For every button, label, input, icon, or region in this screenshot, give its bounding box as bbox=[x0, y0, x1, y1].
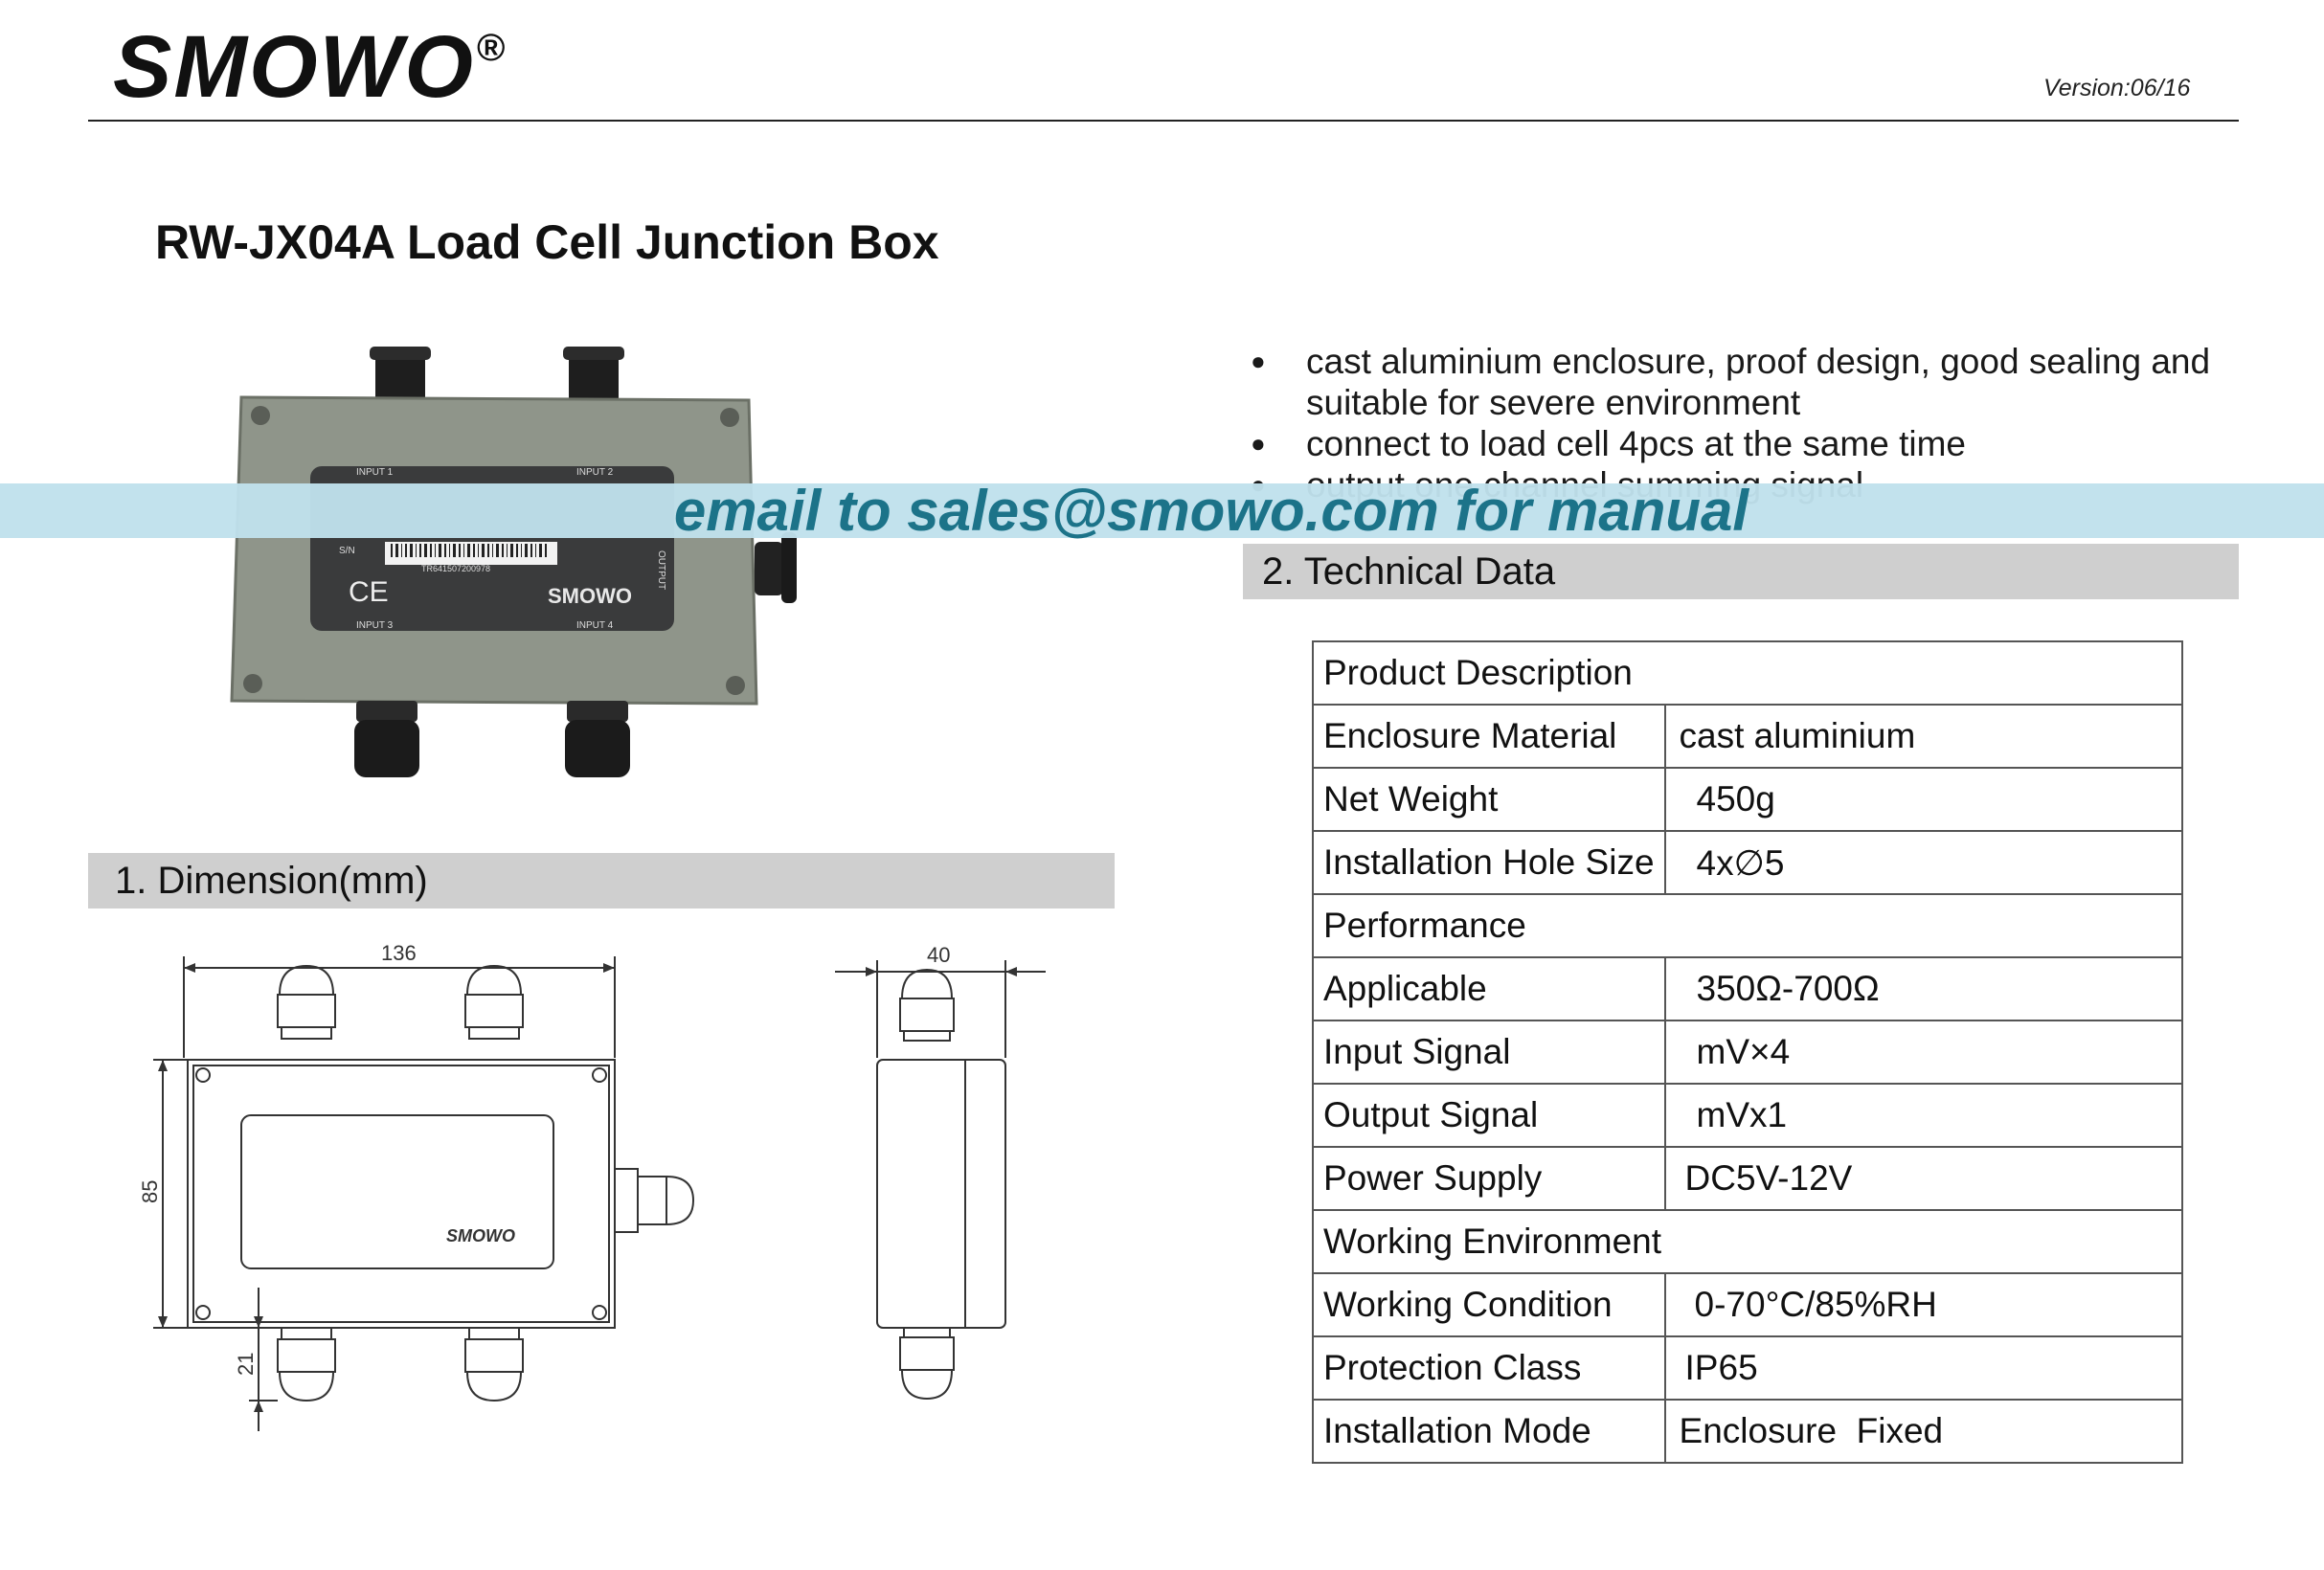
width-value: 136 bbox=[381, 941, 417, 965]
top-gland-1 bbox=[370, 347, 431, 406]
screw-tl bbox=[251, 406, 270, 425]
version-label: Version:06/16 bbox=[2043, 75, 2191, 101]
gland-dimension: 21 bbox=[234, 1288, 278, 1431]
spec-label: Protection Class bbox=[1312, 1335, 1666, 1401]
spec-label: Installation Hole Size bbox=[1312, 830, 1666, 895]
spec-label: Enclosure Material bbox=[1312, 704, 1666, 769]
spec-value: 450g bbox=[1663, 767, 2184, 832]
top-gland-2 bbox=[563, 347, 624, 406]
spec-value: IP65 bbox=[1663, 1335, 2184, 1401]
spec-value: 350Ω-700Ω bbox=[1663, 956, 2184, 1021]
front-enclosure-inner bbox=[192, 1065, 610, 1323]
front-side-gland bbox=[614, 1168, 695, 1233]
table-row: Performance bbox=[1312, 893, 2183, 958]
spec-label: Installation Mode bbox=[1312, 1399, 1666, 1464]
table-group-header: Performance bbox=[1312, 893, 2183, 958]
barcode bbox=[385, 542, 557, 565]
section-heading-dimension: 1. Dimension(mm) bbox=[88, 853, 1115, 908]
spec-label: Power Supply bbox=[1312, 1146, 1666, 1211]
spec-value: mV×4 bbox=[1663, 1020, 2184, 1085]
spec-value: cast aluminium bbox=[1663, 704, 2184, 769]
feature-item: cast aluminium enclosure, proof design, … bbox=[1251, 341, 2256, 423]
header-divider bbox=[88, 120, 2239, 122]
spec-value: mVx1 bbox=[1663, 1083, 2184, 1148]
brand-logo: SMOWO® bbox=[113, 17, 507, 118]
port-label-3: INPUT 3 bbox=[356, 620, 394, 631]
bottom-gland-1 bbox=[354, 701, 419, 777]
table-row: Working Environment bbox=[1312, 1209, 2183, 1274]
plate-brand: SMOWO bbox=[548, 584, 632, 608]
height-dimension: 85 bbox=[138, 1059, 192, 1329]
spec-value: 4x∅5 bbox=[1663, 830, 2184, 895]
width-dimension: 136 bbox=[183, 941, 616, 1058]
spec-label: Net Weight bbox=[1312, 767, 1666, 832]
spec-value: Enclosure Fixed bbox=[1663, 1399, 2184, 1464]
front-screw bbox=[195, 1305, 211, 1320]
front-screw bbox=[592, 1067, 607, 1083]
drawing-brand: SMOWO bbox=[446, 1226, 515, 1245]
section-heading-technical-data: 2. Technical Data bbox=[1243, 544, 2239, 599]
registered-mark: ® bbox=[476, 27, 508, 69]
front-bottom-glands bbox=[277, 1327, 524, 1402]
port-label-4: INPUT 4 bbox=[576, 620, 614, 631]
product-photo: INPUT 1 INPUT 2 INPUT 3 INPUT 4 OUTPUT S… bbox=[230, 347, 797, 777]
barcode-bars bbox=[391, 544, 547, 557]
screw-tr bbox=[720, 408, 739, 427]
feature-item: connect to load cell 4pcs at the same ti… bbox=[1251, 423, 2256, 464]
dimension-drawing: 136 85 SMOWO bbox=[138, 941, 1046, 1431]
height-value: 85 bbox=[138, 1180, 162, 1203]
screw-bl bbox=[243, 674, 262, 693]
port-label-2: INPUT 2 bbox=[576, 467, 614, 478]
email-banner bbox=[0, 483, 2324, 538]
table-row: Product Description bbox=[1312, 640, 2183, 706]
front-top-glands bbox=[277, 964, 524, 1040]
front-enclosure-outline bbox=[187, 1059, 616, 1329]
spec-label: Applicable bbox=[1312, 956, 1666, 1021]
side-gland bbox=[755, 532, 797, 603]
spec-label: Output Signal bbox=[1312, 1083, 1666, 1148]
table-group-header: Product Description bbox=[1312, 640, 2183, 706]
front-screw bbox=[195, 1067, 211, 1083]
table-group-header: Working Environment bbox=[1312, 1209, 2183, 1274]
spec-value: 0-70°C/85%RH bbox=[1663, 1272, 2184, 1337]
front-label-plate bbox=[240, 1114, 554, 1269]
ce-mark: CE bbox=[349, 576, 389, 608]
spec-label: Working Condition bbox=[1312, 1272, 1666, 1337]
email-banner-text[interactable]: email to sales@smowo.com for manual bbox=[673, 479, 1749, 543]
spec-value: DC5V-12V bbox=[1663, 1146, 2184, 1211]
gland-value: 21 bbox=[234, 1353, 258, 1376]
port-label-1: INPUT 1 bbox=[356, 467, 394, 478]
screw-br bbox=[726, 676, 745, 695]
output-label: OUTPUT bbox=[656, 550, 666, 590]
spec-label: Input Signal bbox=[1312, 1020, 1666, 1085]
depth-value: 40 bbox=[927, 943, 950, 967]
side-view bbox=[876, 968, 1006, 1401]
front-screw bbox=[592, 1305, 607, 1320]
page-title: RW-JX04A Load Cell Junction Box bbox=[155, 215, 939, 269]
serial-number: TR641507200978 bbox=[421, 564, 490, 573]
brand-name: SMOWO bbox=[113, 18, 475, 116]
serial-prefix: S/N bbox=[339, 546, 355, 556]
bottom-gland-2 bbox=[565, 701, 630, 777]
